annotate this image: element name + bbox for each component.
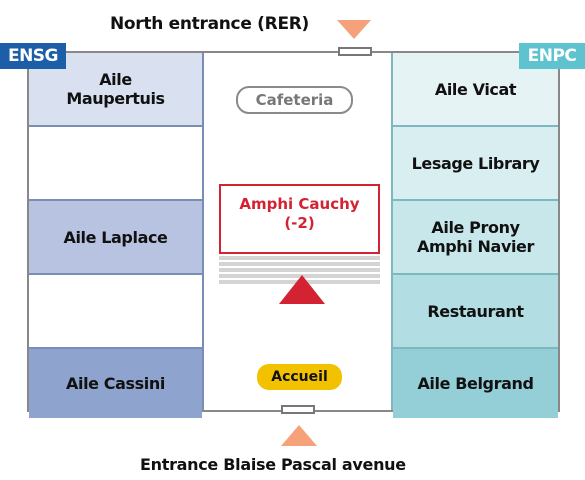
south-gate (281, 405, 315, 414)
north-entrance-arrow-shape (337, 20, 371, 39)
enpc-tag: ENPC (519, 43, 585, 69)
stair-step (219, 268, 380, 272)
north-entrance-arrow-icon (337, 20, 371, 39)
stairs-up-arrow-shape (279, 275, 325, 304)
stair-step (219, 274, 380, 278)
wing-laplace: Aile Laplace (29, 201, 202, 275)
restaurant: Restaurant (393, 275, 558, 349)
stairs-up-arrow-icon (279, 275, 325, 304)
wing-cassini: Aile Cassini (29, 349, 202, 418)
north-gate (338, 47, 372, 56)
ensg-tag: ENSG (0, 43, 66, 69)
amphi-cauchy-box: Amphi Cauchy (-2) (219, 184, 380, 254)
enpc-wings-column: Aile Vicat Lesage Library Aile Prony Amp… (391, 53, 558, 418)
stair-step (219, 256, 380, 260)
wing-prony-amphi-navier: Aile Prony Amphi Navier (393, 201, 558, 275)
south-entrance-arrow-icon (281, 425, 317, 446)
south-entrance-label: Entrance Blaise Pascal avenue (140, 455, 406, 474)
cafeteria-badge: Cafeteria (236, 86, 353, 114)
south-entrance-arrow-shape (281, 425, 317, 446)
wing-belgrand: Aile Belgrand (393, 349, 558, 418)
wing-empty-left-1 (29, 127, 202, 201)
ensg-wings-column: Aile Maupertuis Aile Laplace Aile Cassin… (29, 53, 204, 418)
lesage-library: Lesage Library (393, 127, 558, 201)
north-entrance-label: North entrance (RER) (110, 14, 310, 34)
stair-step (219, 262, 380, 266)
accueil-badge: Accueil (257, 364, 342, 390)
wing-empty-left-2 (29, 275, 202, 349)
